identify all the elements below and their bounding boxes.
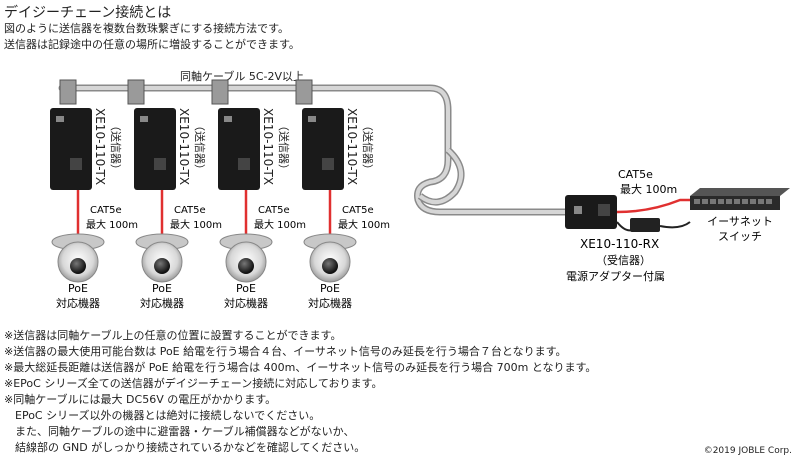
- camera-lens: [70, 258, 86, 274]
- status-led: [574, 206, 582, 214]
- camera-lens: [154, 258, 170, 274]
- device-label-1: PoE: [152, 282, 172, 295]
- switch-ports: [694, 199, 772, 204]
- receiver: CAT5e 最大 100m XE10-110-RX （受信器） 電源アダプター付…: [565, 168, 691, 283]
- status-led: [56, 116, 64, 122]
- transmitter-model: XE10-110-TX: [177, 108, 191, 185]
- t-connector: [211, 79, 229, 105]
- device-label-1: PoE: [68, 282, 88, 295]
- transmitter-model: XE10-110-TX: [345, 108, 359, 185]
- device-label-2: 対応機器: [140, 296, 184, 310]
- rj45-port: [70, 158, 82, 170]
- device-label-2: 対応機器: [224, 296, 268, 310]
- cable-max-label: 最大 100m: [170, 218, 222, 231]
- t-connector: [295, 79, 313, 105]
- note-5: ※同軸ケーブルには最大 DC56V の電圧がかかります。: [4, 393, 277, 406]
- transmitter-4: XE10-110-TX （送信器） CAT5e 最大 100m PoE 対応機器: [295, 79, 390, 310]
- transmitter-role: （送信器）: [109, 120, 123, 175]
- device-label-1: PoE: [320, 282, 340, 295]
- intro-line-2: 送信器は記録途中の任意の場所に増設することができます。: [4, 38, 300, 51]
- t-connector: [59, 79, 77, 105]
- receiver-cable-type: CAT5e: [618, 168, 653, 181]
- coax-cable: [58, 84, 569, 216]
- transmitter-role: （送信器）: [193, 120, 207, 175]
- transmitter-role: （送信器）: [277, 120, 291, 175]
- cable-type-label: CAT5e: [90, 205, 122, 216]
- note-7: また、同軸ケーブルの途中に避雷器・ケーブル補償器などがないか、: [4, 425, 355, 438]
- status-led: [140, 116, 148, 122]
- note-6: EPoC シリーズ以外の機器とは絶対に接続しないでください。: [4, 409, 321, 422]
- transmitter-3: XE10-110-TX （送信器） CAT5e 最大 100m PoE 対応機器: [211, 79, 306, 310]
- transmitter-model: XE10-110-TX: [261, 108, 275, 185]
- cable-max-label: 最大 100m: [86, 218, 138, 231]
- receiver-role: （受信器）: [596, 254, 651, 267]
- camera-lens: [238, 258, 254, 274]
- cable-type-label: CAT5e: [342, 205, 374, 216]
- transmitter-2: XE10-110-TX （送信器） CAT5e 最大 100m PoE 対応機器: [127, 79, 222, 310]
- page-title: デイジーチェーン接続とは: [4, 5, 172, 21]
- transmitter-1: XE10-110-TX （送信器） CAT5e 最大 100m PoE 対応機器: [50, 79, 138, 310]
- rj45-port: [598, 204, 610, 216]
- copyright: ©2019 JOBLE Corp.: [703, 446, 792, 456]
- rj45-port: [238, 158, 250, 170]
- transmitter-role: （送信器）: [361, 120, 375, 175]
- device-label-2: 対応機器: [56, 296, 100, 310]
- status-led: [308, 116, 316, 122]
- rj45-port: [154, 158, 166, 170]
- transmitter-model: XE10-110-TX: [93, 108, 107, 185]
- note-2: ※送信器の最大使用可能台数は PoE 給電を行う場合４台、イーサネット信号のみ延…: [4, 345, 567, 358]
- device-label-2: 対応機器: [308, 296, 352, 310]
- receiver-model: XE10-110-RX: [580, 237, 659, 251]
- note-8: 結線部の GND がしっかり接続されているかなどを確認してください。: [4, 441, 366, 454]
- receiver-adapter-note: 電源アダプター付属: [566, 269, 665, 283]
- cable-max-label: 最大 100m: [338, 218, 390, 231]
- cat5e-cable: [616, 198, 690, 214]
- receiver-box: [565, 195, 617, 229]
- ethernet-switch: イーサネット スイッチ: [690, 188, 790, 243]
- note-1: ※送信器は同軸ケーブル上の任意の位置に設置することができます。: [4, 329, 342, 342]
- note-4: ※EPoC シリーズ全ての送信器がデイジーチェーン接続に対応しております。: [4, 377, 383, 390]
- camera-lens: [322, 258, 338, 274]
- switch-label-1: イーサネット: [707, 215, 773, 228]
- cable-type-label: CAT5e: [174, 205, 206, 216]
- device-label-1: PoE: [236, 282, 256, 295]
- cable-max-label: 最大 100m: [254, 218, 306, 231]
- receiver-cable-max: 最大 100m: [620, 182, 677, 196]
- switch-top: [690, 188, 790, 196]
- power-cable: [659, 221, 691, 229]
- power-adapter: [630, 218, 660, 232]
- coax-cable-label: 同軸ケーブル 5C-2V以上: [180, 69, 304, 83]
- status-led: [224, 116, 232, 122]
- power-cable: [616, 221, 633, 232]
- switch-label-2: スイッチ: [718, 230, 762, 243]
- t-connector: [127, 79, 145, 105]
- intro-line-1: 図のように送信器を複数台数珠繋ぎにする接続方法です。: [4, 22, 290, 35]
- rj45-port: [322, 158, 334, 170]
- note-3: ※最大総延長距離は送信器が PoE 給電を行う場合は 400m、イーサネット信号…: [4, 361, 597, 374]
- cable-type-label: CAT5e: [258, 205, 290, 216]
